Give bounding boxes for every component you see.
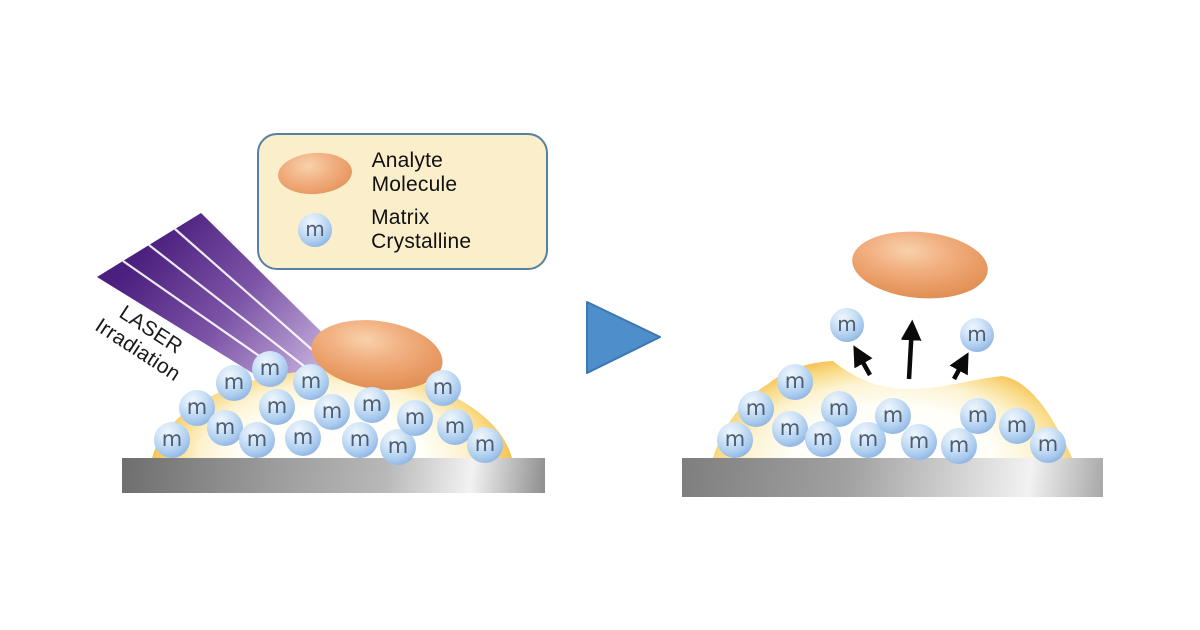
legend-row-analyte: Analyte Molecule (273, 149, 532, 197)
legend-analyte-label: Analyte Molecule (371, 149, 458, 197)
substrate-left (122, 458, 545, 493)
legend-matrix-label: Matrix Crystalline (371, 205, 472, 253)
analyte-molecule-left (311, 320, 443, 390)
matrix-letter: m (305, 216, 325, 241)
legend: Analyte Molecule m Matrix Crystalline (257, 133, 548, 270)
substrate-right (682, 458, 1103, 497)
matrix-mound-left (152, 370, 512, 458)
matrix-mound-right-cratered (713, 361, 1072, 458)
transition-arrow-icon (586, 301, 661, 374)
analyte-ellipse-icon (273, 150, 358, 197)
legend-row-matrix: m Matrix Crystalline (273, 206, 532, 254)
analyte-molecule-right-ejected (852, 231, 988, 299)
matrix-circle-icon: m (273, 212, 357, 247)
